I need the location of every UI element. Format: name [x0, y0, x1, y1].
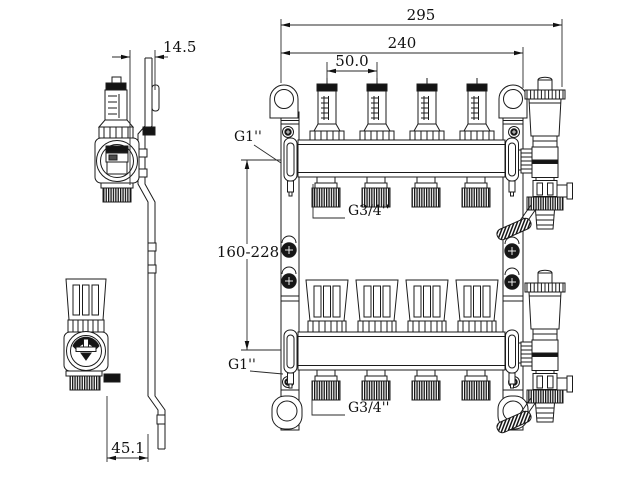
side-valve-knob: [65, 278, 107, 333]
dim-mounting-width: 240: [281, 34, 524, 88]
side-view: [63, 57, 166, 450]
front-view: [269, 76, 573, 435]
valve-knob-1: [305, 279, 349, 333]
valve-knob-4: [455, 279, 499, 333]
side-manifold-section-bottom: [63, 331, 121, 391]
label-outlet-thread-top: G3/4'': [312, 184, 389, 219]
valve-knob-2: [355, 279, 399, 333]
outlet-thread-bottom-label: G3/4'': [348, 400, 389, 416]
outlet-thread-top-label: G3/4'': [348, 203, 389, 219]
dim-port-spacing-label: 50.0: [335, 52, 368, 70]
side-clip-black-bottom: [103, 373, 121, 383]
mounting-hole-top-right: [503, 89, 523, 109]
side-outlet-thread-bottom: [69, 375, 101, 391]
side-manifold-section-top: [94, 137, 140, 203]
mounting-hole-bottom-left: [276, 400, 298, 422]
mounting-hole-top-left: [274, 89, 294, 109]
side-flow-meter: [97, 76, 135, 139]
dim-center-range-label: 160-228: [217, 243, 279, 261]
dimension-annotations: 295 240 50.0 14.5: [106, 6, 563, 462]
side-outlet-thread-top: [102, 187, 132, 203]
valve-knob-3: [405, 279, 449, 333]
dim-overall-width-label: 295: [407, 6, 436, 24]
dim-mounting-depth: 45.1: [106, 396, 149, 462]
label-main-port-top: G1'': [234, 129, 282, 164]
main-port-top-label: G1'': [234, 129, 262, 145]
main-port-bottom-label: G1'': [228, 357, 256, 373]
dim-center-range: 160-228: [217, 159, 281, 351]
label-main-port-bottom: G1'': [228, 357, 284, 375]
dim-bracket-offset: 14.5: [112, 38, 196, 185]
dim-bracket-offset-label: 14.5: [163, 38, 196, 56]
manifold-bar-top: [297, 139, 525, 178]
manifold-bar-bottom: [297, 331, 525, 371]
dim-overall-width: 295: [280, 6, 563, 87]
dim-mounting-depth-label: 45.1: [111, 439, 144, 457]
bracket-clip-black: [142, 126, 156, 136]
dim-port-spacing: 50.0: [326, 52, 378, 83]
label-outlet-thread-bottom: G3/4'': [311, 390, 389, 416]
dim-mounting-width-label: 240: [388, 34, 417, 52]
